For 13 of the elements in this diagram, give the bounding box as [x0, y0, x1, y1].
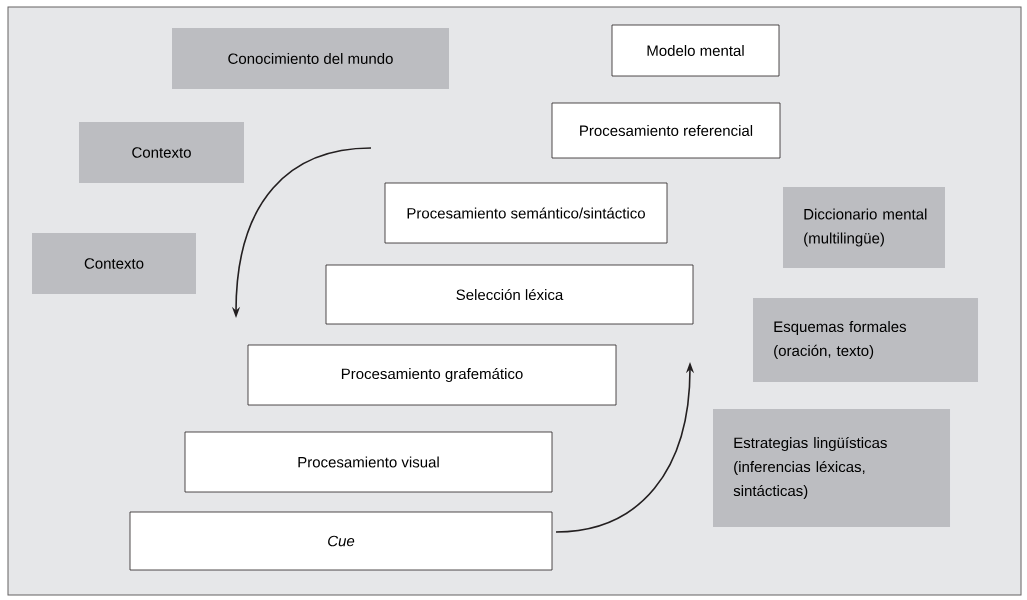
knowledge-box: Estrategias lingüísticas (inferencias léxicas, sintácticas) [713, 409, 950, 527]
process-box: Procesamiento referencial [551, 102, 781, 159]
knowledge-box: Contexto [79, 122, 244, 183]
knowledge-box: Contexto [32, 233, 196, 294]
knowledge-box: Diccionario mental (multilingüe) [783, 187, 945, 268]
process-box: Cue [129, 511, 553, 571]
knowledge-box: Esquemas formales (oración, texto) [753, 298, 978, 382]
knowledge-box: Conocimiento del mundo [172, 28, 449, 89]
process-box: Procesamiento grafemático [247, 344, 617, 406]
process-box: Modelo mental [611, 24, 780, 77]
process-box: Procesamiento semántico/sintáctico [384, 182, 668, 244]
process-box: Selección léxica [325, 264, 694, 325]
process-box: Procesamiento visual [184, 431, 553, 493]
